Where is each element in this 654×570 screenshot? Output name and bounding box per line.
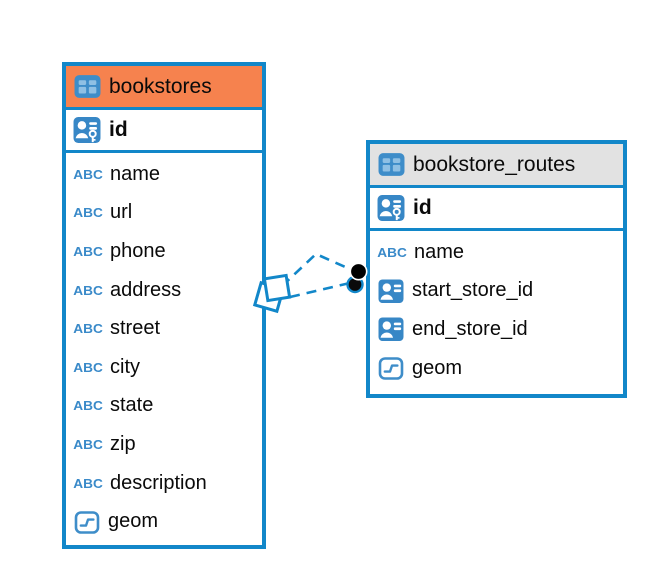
column-label: url: [110, 201, 133, 224]
geometry-type-icon: [74, 509, 100, 535]
abc-type-icon: ABC: [73, 321, 103, 337]
column-row-phone[interactable]: ABC phone: [66, 232, 262, 271]
abc-type-icon: ABC: [73, 166, 103, 182]
relationship-line-upper[interactable]: [281, 252, 353, 287]
column-label: start_store_id: [412, 279, 534, 302]
column-label: name: [110, 162, 161, 185]
column-row-state[interactable]: ABC state: [66, 387, 262, 426]
abc-type-icon: ABC: [73, 359, 103, 375]
relationship-line-lower[interactable]: [289, 281, 351, 299]
person-ref-icon: [378, 316, 404, 342]
column-row-id[interactable]: id: [370, 188, 623, 231]
abc-type-icon: ABC: [73, 243, 103, 259]
abc-type-icon: ABC: [73, 398, 103, 414]
person-key-icon: [73, 116, 101, 144]
column-list: ABC name start_store_id end_store_id geo…: [370, 231, 623, 387]
column-row-zip[interactable]: ABC zip: [66, 425, 262, 464]
column-label: id: [109, 118, 128, 141]
column-label: description: [110, 471, 207, 494]
relationship-end-circle-front[interactable]: [349, 262, 368, 281]
column-row-name[interactable]: ABC name: [370, 233, 623, 272]
column-row-city[interactable]: ABC city: [66, 348, 262, 387]
column-row-address[interactable]: ABC address: [66, 271, 262, 310]
column-label: name: [414, 240, 465, 263]
column-row-url[interactable]: ABC url: [66, 194, 262, 233]
abc-type-icon: ABC: [73, 475, 103, 491]
column-row-name[interactable]: ABC name: [66, 155, 262, 194]
column-label: street: [110, 317, 161, 340]
person-ref-icon: [378, 278, 404, 304]
column-label: zip: [110, 432, 136, 455]
column-label: phone: [110, 239, 166, 262]
column-row-street[interactable]: ABC street: [66, 309, 262, 348]
table-header-bookstores[interactable]: bookstores: [66, 66, 262, 110]
relationship-end-square-front[interactable]: [262, 273, 292, 303]
abc-type-icon: ABC: [377, 244, 407, 260]
column-row-geom[interactable]: geom: [370, 349, 623, 388]
column-label: geom: [412, 356, 463, 379]
relationship-end-circle-back[interactable]: [346, 275, 364, 294]
column-row-end-store-id[interactable]: end_store_id: [370, 310, 623, 349]
column-label: state: [110, 394, 154, 417]
column-row-start-store-id[interactable]: start_store_id: [370, 272, 623, 311]
column-label: city: [110, 355, 140, 378]
table-title: bookstore_routes: [413, 152, 576, 176]
table-title: bookstores: [109, 74, 212, 98]
person-key-icon: [377, 194, 405, 222]
table-header-bookstore-routes[interactable]: bookstore_routes: [370, 144, 623, 188]
column-label: geom: [108, 510, 159, 533]
table-bookstores[interactable]: bookstores id ABC name ABC url ABC phone…: [62, 62, 266, 549]
abc-type-icon: ABC: [73, 436, 103, 452]
column-label: id: [413, 196, 432, 219]
column-row-geom[interactable]: geom: [66, 502, 262, 541]
column-row-id[interactable]: id: [66, 110, 262, 153]
abc-type-icon: ABC: [73, 282, 103, 298]
table-icon: [74, 73, 101, 100]
column-label: end_store_id: [412, 317, 528, 340]
abc-type-icon: ABC: [73, 205, 103, 221]
column-list: ABC name ABC url ABC phone ABC address A…: [66, 153, 262, 541]
column-label: address: [110, 278, 182, 301]
geometry-type-icon: [378, 355, 404, 381]
table-bookstore-routes[interactable]: bookstore_routes id ABC name start_store…: [366, 140, 627, 398]
column-row-description[interactable]: ABC description: [66, 464, 262, 503]
table-icon: [378, 151, 405, 178]
